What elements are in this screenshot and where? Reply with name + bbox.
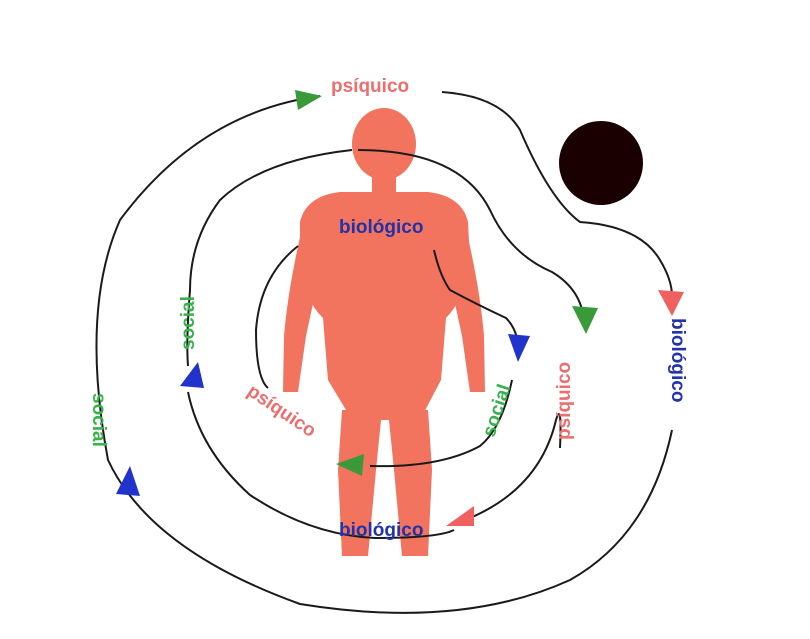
connector-middle-loop — [357, 149, 585, 323]
arrow-blue-left-icon — [180, 362, 204, 388]
label-psiquico-right: psíquico — [554, 362, 575, 440]
label-biologico-head: biológico — [339, 217, 423, 238]
connector-inner-left — [254, 245, 299, 389]
connector-head-to-inner — [433, 249, 518, 339]
label-psiquico-top: psíquico — [331, 76, 409, 97]
human-figure — [283, 108, 485, 556]
arrow-blue-outer-left-icon — [116, 466, 140, 496]
connector-middle-loop-left — [186, 149, 353, 367]
arrow-red-bottom-icon — [446, 506, 474, 526]
connector-psiquico-to-biologico — [441, 91, 673, 297]
label-biologico-bottom: biológico — [339, 520, 423, 541]
arrow-green-top-icon — [295, 90, 322, 110]
connector-inner-loop — [369, 379, 513, 468]
label-social-left-inner: social — [178, 296, 199, 350]
label-psiquico-left: psíquico — [243, 381, 320, 442]
connector-left-to-bottom — [187, 391, 455, 540]
arrow-green-right-icon — [572, 306, 598, 334]
label-social-left-outer: social — [88, 393, 109, 447]
label-biologico-right: biológico — [667, 318, 688, 402]
arrow-blue-inner-icon — [508, 334, 530, 362]
arrow-red-right-icon — [658, 290, 684, 316]
black-dot — [559, 121, 643, 205]
arrowheads — [116, 90, 684, 526]
connector-outer-loop — [95, 95, 673, 614]
connector-bottom-to-right — [469, 413, 562, 519]
arrow-green-bottom-icon — [336, 454, 364, 476]
